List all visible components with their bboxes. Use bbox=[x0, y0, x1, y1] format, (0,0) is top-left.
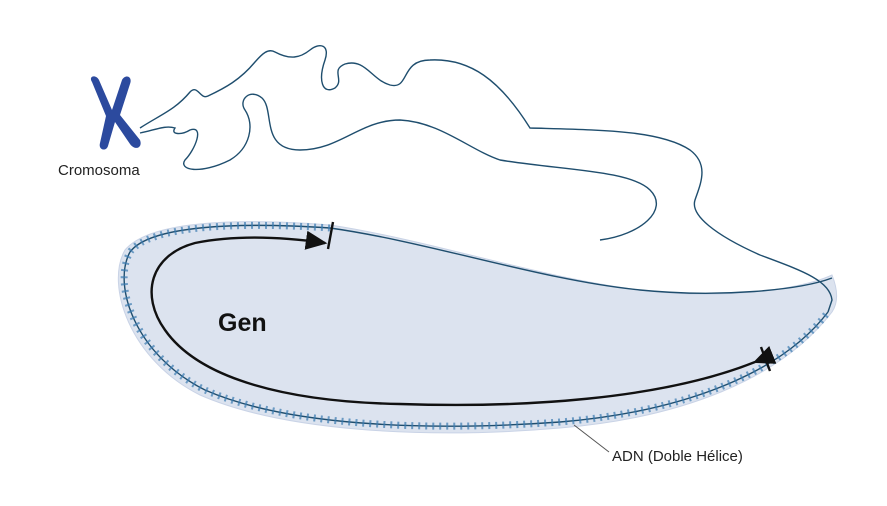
chromosome-icon bbox=[90, 76, 141, 150]
gene-label: Gen bbox=[218, 309, 267, 337]
gene-arrow bbox=[150, 230, 777, 407]
dna-label: ADN (Doble Hélice) bbox=[612, 448, 743, 465]
chromatin-strand bbox=[139, 44, 833, 313]
gene-end-marker bbox=[759, 346, 772, 372]
chromosome-label: Cromosoma bbox=[58, 162, 140, 179]
gene-start-marker bbox=[326, 221, 335, 250]
dna-leader-line bbox=[573, 424, 610, 453]
